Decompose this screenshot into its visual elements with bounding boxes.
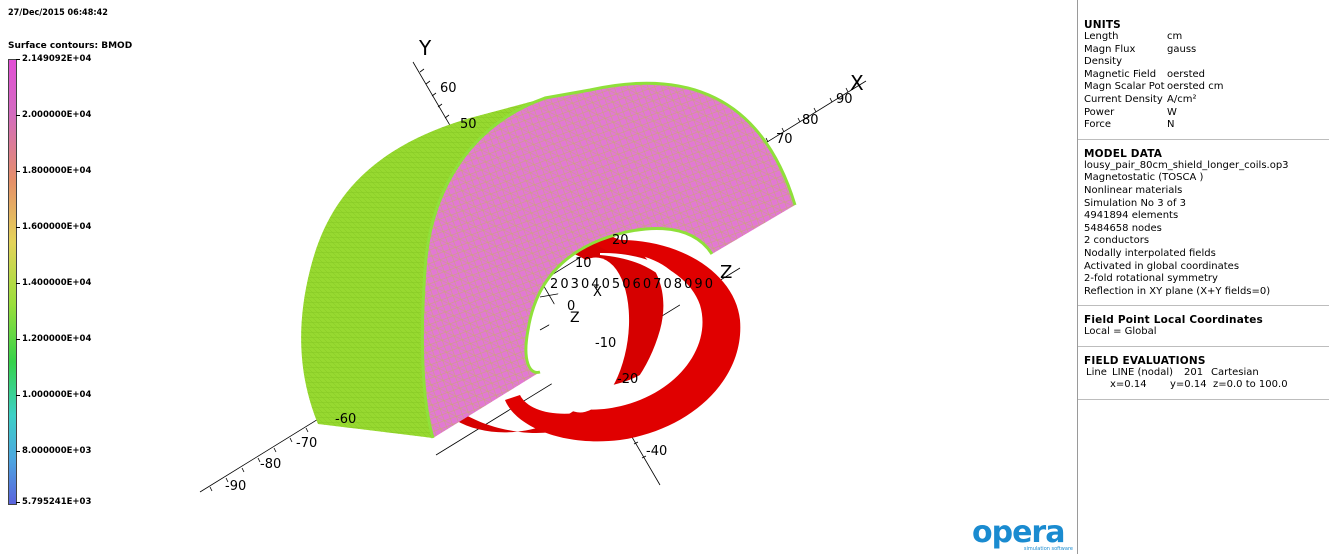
legend-tick-mark bbox=[16, 227, 20, 228]
legend-title: Surface contours: BMOD bbox=[8, 41, 133, 51]
y-tick-20: 20 bbox=[612, 233, 629, 248]
model-data-row: 2 conductors bbox=[1084, 235, 1150, 247]
model-data-title: MODEL DATA bbox=[1084, 147, 1163, 160]
legend-tick-label: 1.400000E+04 bbox=[22, 278, 92, 288]
legend-tick-mark bbox=[16, 283, 20, 284]
neg-tick-60: -60 bbox=[335, 412, 356, 427]
neg-tick-70: -70 bbox=[296, 436, 317, 451]
legend-tick-mark bbox=[16, 171, 20, 172]
x-tick-70: 70 bbox=[776, 132, 793, 147]
field-point-title: Field Point Local Coordinates bbox=[1084, 314, 1263, 327]
legend-tick-label: 1.600000E+04 bbox=[22, 222, 92, 232]
legend-tick-label: 1.200000E+04 bbox=[22, 334, 92, 344]
legend-tick-label: 1.800000E+04 bbox=[22, 166, 92, 176]
y-tick-neg20: -20 bbox=[617, 372, 638, 387]
model-data-row: 2-fold rotational symmetry bbox=[1084, 273, 1218, 285]
legend-tick-label: 5.795241E+03 bbox=[22, 497, 92, 507]
opera-logo: opera simulation software bbox=[972, 515, 1073, 553]
axis-x-label: X bbox=[850, 71, 864, 95]
neg-tick-90: -90 bbox=[225, 479, 246, 494]
origin-z-label: Z bbox=[570, 310, 580, 326]
legend-tick-mark bbox=[16, 451, 20, 452]
model-data-row: 5484658 nodes bbox=[1084, 222, 1162, 234]
model-data-row: Activated in global coordinates bbox=[1084, 260, 1240, 272]
axis-z-label: Z bbox=[720, 262, 732, 283]
units-title: UNITS bbox=[1084, 19, 1121, 31]
model-data-row: Simulation No 3 of 3 bbox=[1084, 197, 1186, 209]
axis-y-label: Y bbox=[418, 36, 432, 60]
y-tick-neg40: -40 bbox=[646, 444, 667, 459]
y-tick-10: 10 bbox=[575, 256, 592, 271]
timestamp: 27/Dec/2015 06:48:42 bbox=[8, 8, 108, 18]
legend-tick-mark bbox=[16, 339, 20, 340]
field-eval-line-1: Line LINE (nodal) 201 Cartesian bbox=[1086, 366, 1259, 378]
3d-viewport[interactable]: Y X Z 60 50 20 10 0 -10 -20 -40 90 80 70… bbox=[0, 0, 1075, 554]
legend-tick-label: 8.000000E+03 bbox=[22, 446, 92, 456]
model-data-row: Nodally interpolated fields bbox=[1084, 247, 1216, 259]
x-tick-80: 80 bbox=[802, 113, 819, 128]
model-data-row: Nonlinear materials bbox=[1084, 184, 1183, 196]
legend-tick-mark bbox=[16, 502, 20, 503]
coil-pair[interactable] bbox=[434, 231, 741, 442]
color-scale-bar bbox=[8, 59, 17, 505]
field-eval-line-2: x=0.14 y=0.14 z=0.0 to 100.0 bbox=[1110, 379, 1288, 391]
field-evaluations-title: FIELD EVALUATIONS bbox=[1084, 354, 1206, 367]
neg-tick-80: -80 bbox=[260, 457, 281, 472]
legend-tick-label: 1.000000E+04 bbox=[22, 390, 92, 400]
y-tick-0: 0 bbox=[567, 299, 575, 314]
model-data-row: Magnetostatic (TOSCA ) bbox=[1084, 172, 1204, 184]
legend-tick-label: 2.000000E+04 bbox=[22, 110, 92, 120]
y-tick-50: 50 bbox=[460, 117, 477, 132]
model-data-row: 4941894 elements bbox=[1084, 210, 1179, 222]
legend-tick-label: 2.149092E+04 bbox=[22, 54, 92, 64]
origin-x-label: X bbox=[593, 285, 602, 300]
y-tick-60: 60 bbox=[440, 81, 457, 96]
model-data-row: lousy_pair_80cm_shield_longer_coils.op3 bbox=[1084, 159, 1289, 171]
legend-tick-mark bbox=[16, 59, 20, 60]
legend-tick-mark bbox=[16, 395, 20, 396]
field-point-value: Local = Global bbox=[1084, 326, 1157, 338]
x-tick-90: 90 bbox=[836, 92, 853, 107]
model-data-row: Reflection in XY plane (X+Y fields=0) bbox=[1084, 285, 1271, 297]
y-tick-neg10: -10 bbox=[595, 336, 616, 351]
legend-tick-mark bbox=[16, 115, 20, 116]
